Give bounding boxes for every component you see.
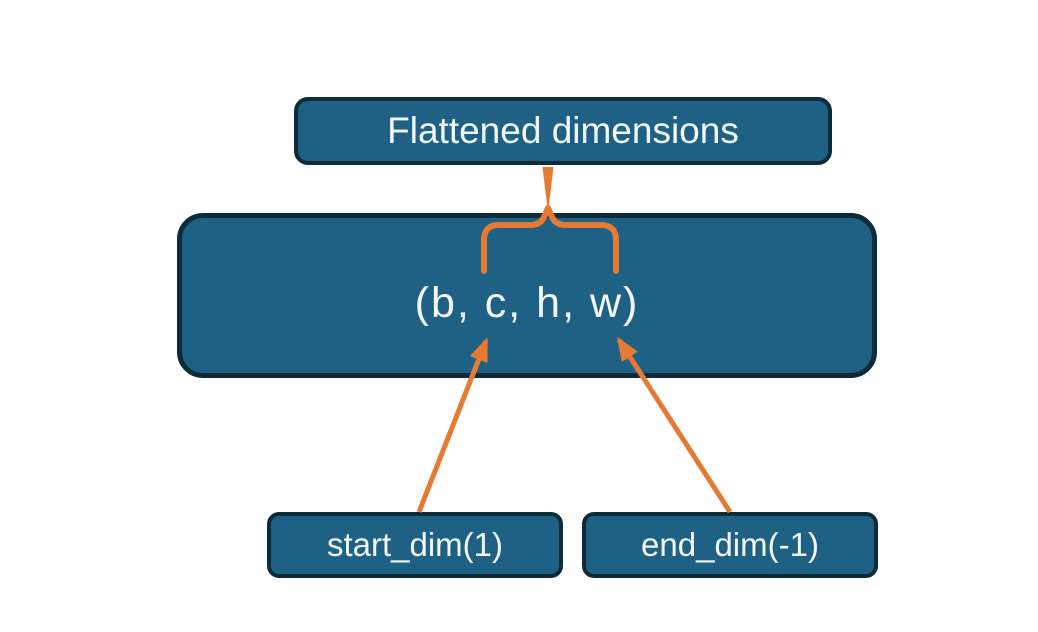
- node-tensor-shape-label: (b, c, h, w): [414, 279, 640, 327]
- node-start-dim: start_dim(1): [267, 512, 563, 578]
- node-end-dim: end_dim(-1): [582, 512, 878, 578]
- node-flattened-dimensions: Flattened dimensions: [294, 97, 832, 165]
- brace-stem-icon: [542, 167, 554, 213]
- node-tensor-shape: (b, c, h, w): [177, 213, 877, 378]
- node-start-dim-label: start_dim(1): [326, 526, 504, 563]
- node-end-dim-label: end_dim(-1): [641, 526, 819, 563]
- node-flattened-dimensions-label: Flattened dimensions: [387, 110, 739, 151]
